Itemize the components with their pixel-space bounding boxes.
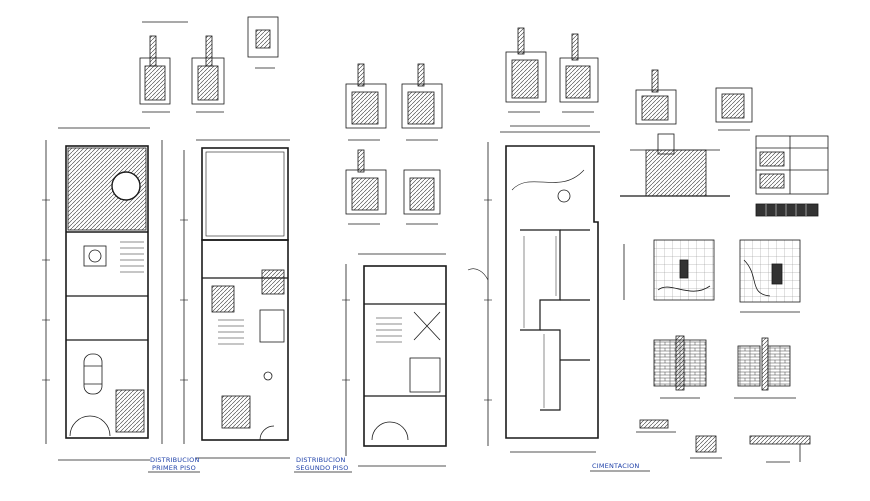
plan-primer-piso	[45, 127, 163, 461]
dimension-ticks	[42, 199, 492, 401]
label-plan-2-line1: DISTRIBUCION	[296, 456, 346, 464]
label-plan-2-line2: SEGUNDO PISO	[296, 464, 349, 472]
plan-segundo-piso	[183, 139, 290, 459]
detail-cluster-3	[505, 27, 599, 127]
label-plan-1-line1: DISTRIBUCION	[150, 456, 200, 464]
detail-cluster-2	[345, 63, 443, 225]
floor-tile-details	[623, 239, 801, 313]
label-plan-1-line2: PRIMER PISO	[152, 464, 196, 472]
detail-cluster-4	[620, 69, 829, 217]
label-plan-4: CIMENTACION	[592, 462, 639, 470]
detail-cluster-1	[139, 16, 279, 113]
plan-labels: DISTRIBUCION PRIMER PISO DISTRIBUCION SE…	[148, 456, 650, 473]
wall-details	[653, 335, 796, 399]
bottom-right-details	[636, 419, 811, 463]
plan-azotea	[345, 253, 489, 467]
plan-cimentacion	[487, 131, 600, 453]
